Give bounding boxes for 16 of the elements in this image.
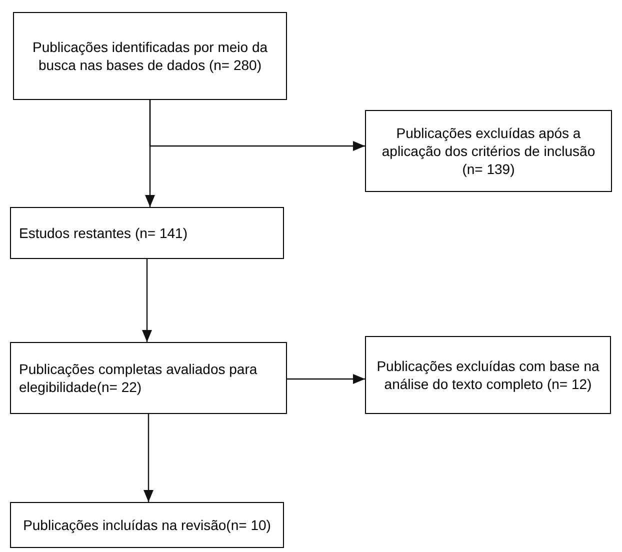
arrow bbox=[287, 374, 365, 384]
process-box bbox=[10, 207, 284, 259]
arrow bbox=[149, 100, 365, 151]
process-box bbox=[365, 110, 612, 192]
process-box bbox=[10, 342, 287, 414]
box-text: Estudos restantes (n= 141) bbox=[19, 224, 188, 242]
arrow bbox=[142, 259, 152, 342]
process-box bbox=[13, 12, 287, 100]
process-box bbox=[365, 336, 611, 414]
box-text: Publicações incluídas na revisão(n= 10) bbox=[23, 516, 271, 534]
box-text: Publicações identificadas por meio da busca nas bases de dados (n= 280) bbox=[31, 38, 269, 74]
box-text: Publicações excluídas após a aplicação dos critérios de inclusão (n= 139) bbox=[380, 124, 596, 178]
process-box bbox=[10, 502, 284, 548]
box-text: Publicações completas avaliados para elegibilidade(n= 22) bbox=[19, 360, 258, 396]
box-text: Publicações excluídas com base na análise do texto completo (n= 12) bbox=[376, 357, 600, 393]
arrow bbox=[144, 414, 154, 502]
